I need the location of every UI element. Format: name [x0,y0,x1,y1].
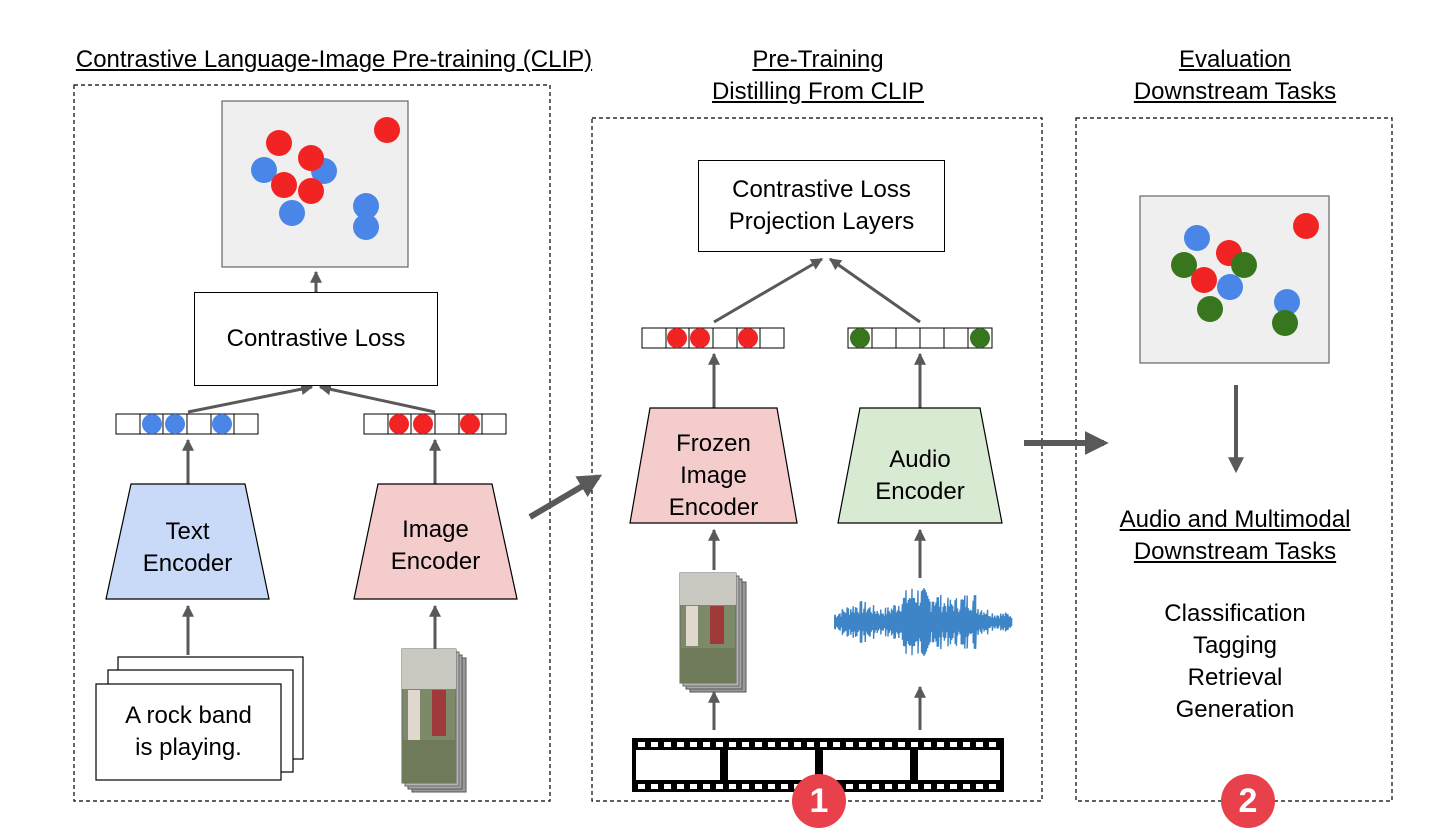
arrow-audio-emb-to-projection [829,257,921,324]
audio-encoder-shape [837,407,1003,524]
projection-loss-label: Contrastive Loss Projection Layers [728,176,915,235]
caption-text: A rock band is playing. [125,702,252,761]
arrow-image-emb-to-loss [318,383,436,414]
task-retrieval: Retrieval [1187,664,1283,691]
pretraining-title-line1: Pre-Training [752,46,884,73]
audio-embedding-vector [847,327,993,349]
clip-title: Contrastive Language-Image Pre-training … [75,46,593,73]
clip-section-frame [73,84,551,802]
step-1-badge: 1 [792,774,846,828]
clip-contrastive-loss-label: Contrastive Loss [226,325,406,352]
caption-card-front [95,683,282,781]
task-tagging: Tagging [1192,632,1278,659]
evaluation-subtitle-line2: Downstream Tasks [1133,538,1337,565]
arrow-text-emb-to-loss [187,383,314,414]
pretraining-title-line2: Distilling From CLIP [711,78,925,105]
pretraining-image-stack [679,572,747,693]
distilled-image-embedding-vector [641,327,785,349]
frozen-image-encoder-label: Frozen Image Encoder [668,430,759,521]
text-embedding-vector [115,413,259,435]
step-2-badge: 2 [1221,774,1275,828]
task-generation: Generation [1175,696,1295,723]
evaluation-embedding-points [1171,213,1319,336]
clip-image-stack [401,648,467,793]
arrow-image-emb-to-projection [713,257,824,324]
evaluation-title-line1: Evaluation [1178,46,1292,73]
evaluation-title-line2: Downstream Tasks [1133,78,1337,105]
clip-contrastive-loss-box: Contrastive Loss [194,292,438,386]
projection-loss-box: Contrastive Loss Projection Layers [698,160,945,252]
clip-image-embedding-vector [363,413,507,435]
text-encoder-label: Text Encoder [142,518,233,577]
clip-image-encoder-shape [353,483,518,600]
arrow-clip-to-pretraining [528,474,603,520]
frozen-image-encoder-shape [629,407,798,524]
task-list: Classification Tagging Retrieval Generat… [1085,598,1385,726]
evaluation-subtitle-line1: Audio and Multimodal [1119,506,1351,533]
clip-image-encoder-label: Image Encoder [390,516,481,575]
task-classification: Classification [1164,600,1306,627]
audio-waveform [834,587,1013,657]
audio-encoder-label: Audio Encoder [875,446,965,505]
clip-embedding-points [251,117,400,240]
text-encoder-shape [105,483,270,600]
